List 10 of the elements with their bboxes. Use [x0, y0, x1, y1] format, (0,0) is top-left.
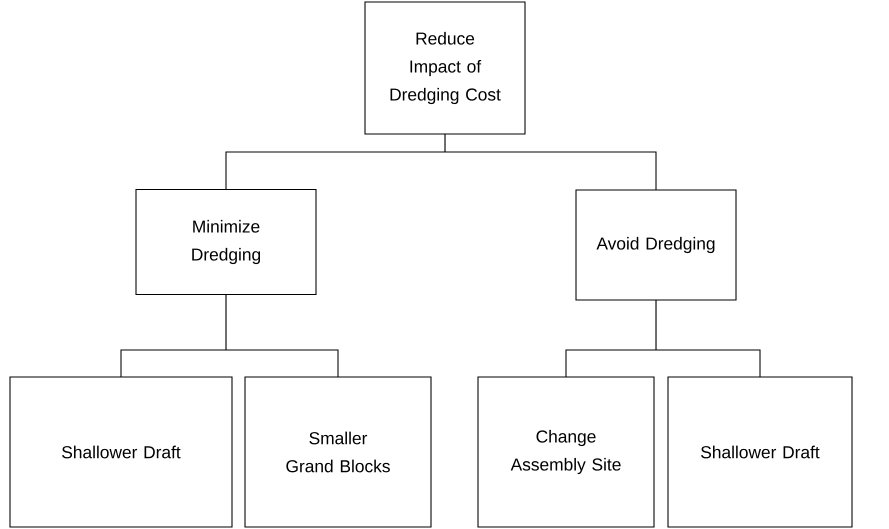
connector [225, 295, 339, 376]
box: Minimize Dredging [135, 188, 317, 296]
box: Reduce Impact of Dredging Cost [364, 1, 526, 135]
box: Smaller Grand Blocks [244, 376, 432, 528]
box: Change Assembly Site [477, 376, 655, 528]
box: Avoid Dredging [575, 189, 737, 301]
box: Shallower Draft [667, 376, 853, 528]
connector [444, 134, 657, 190]
box: Shallower Draft [9, 376, 233, 528]
connector [655, 300, 761, 376]
